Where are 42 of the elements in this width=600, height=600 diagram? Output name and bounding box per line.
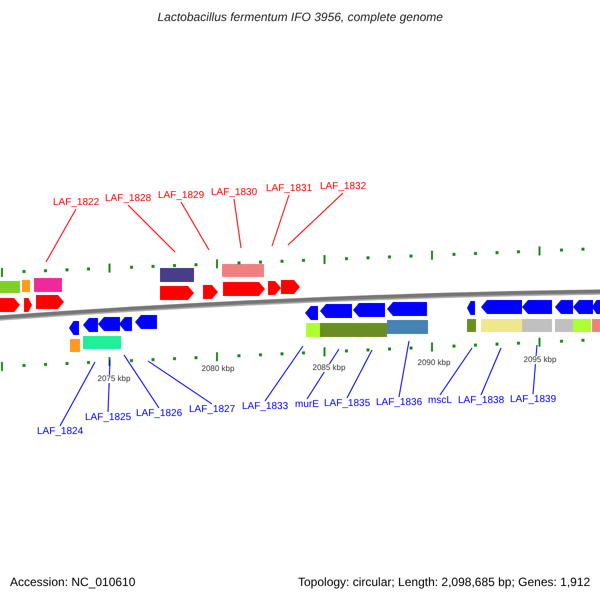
leader-line: [264, 346, 304, 402]
gene-label: mscL: [428, 396, 452, 406]
leader-line: [306, 348, 340, 400]
gene-label: LAF_1824: [37, 427, 84, 437]
gene-label: LAF_1829: [158, 191, 204, 201]
gene-label: LAF_1836: [376, 398, 422, 408]
gene-label: LAF_1827: [189, 405, 236, 415]
gene-label: LAF_1828: [105, 194, 152, 204]
gene-label: LAF_1838: [458, 396, 504, 406]
gene-label: LAF_1839: [510, 395, 556, 405]
leader-line: [398, 340, 410, 398]
leader-line: [180, 202, 210, 250]
scale-label: 2080 kbp: [202, 365, 234, 373]
gene-label: LAF_1826: [136, 409, 182, 419]
leader-line: [288, 192, 344, 246]
scale-label: 2085 kbp: [312, 364, 346, 372]
leader-line: [148, 360, 212, 404]
leader-line: [480, 348, 502, 396]
diagram-title: Lactobacillus fermentum IFO 3956, complete genome: [158, 11, 443, 23]
leader-line: [234, 198, 242, 248]
gene-label: LAF_1825: [85, 413, 132, 423]
leader-line: [60, 362, 96, 426]
footer-text: Topology: circular; Length: 2,098,685 bp; Genes: 1,912: [298, 576, 590, 588]
gene-label: LAF_1835: [324, 399, 370, 409]
leader-line: [440, 348, 472, 396]
gene-label: murE: [295, 400, 319, 410]
scale-label: 2075 kbp: [98, 375, 130, 383]
leader-line: [108, 360, 110, 412]
leader-line: [128, 204, 176, 252]
footer-text: Accession: NC_010610: [10, 576, 136, 588]
leader-line: [272, 194, 290, 246]
scale-label: 2090 kbp: [418, 359, 450, 367]
leader-line: [346, 350, 372, 398]
leader-line: [124, 354, 160, 408]
gene-label: LAF_1830: [211, 188, 258, 198]
leader-line: [46, 208, 76, 262]
gene-label: LAF_1822: [53, 198, 100, 208]
scale-label: 2095 kbp: [524, 356, 556, 364]
leader-line: [532, 344, 538, 394]
gene-label: LAF_1832: [320, 182, 366, 192]
gene-label: LAF_1833: [242, 402, 288, 412]
gene-label: LAF_1831: [266, 184, 312, 194]
